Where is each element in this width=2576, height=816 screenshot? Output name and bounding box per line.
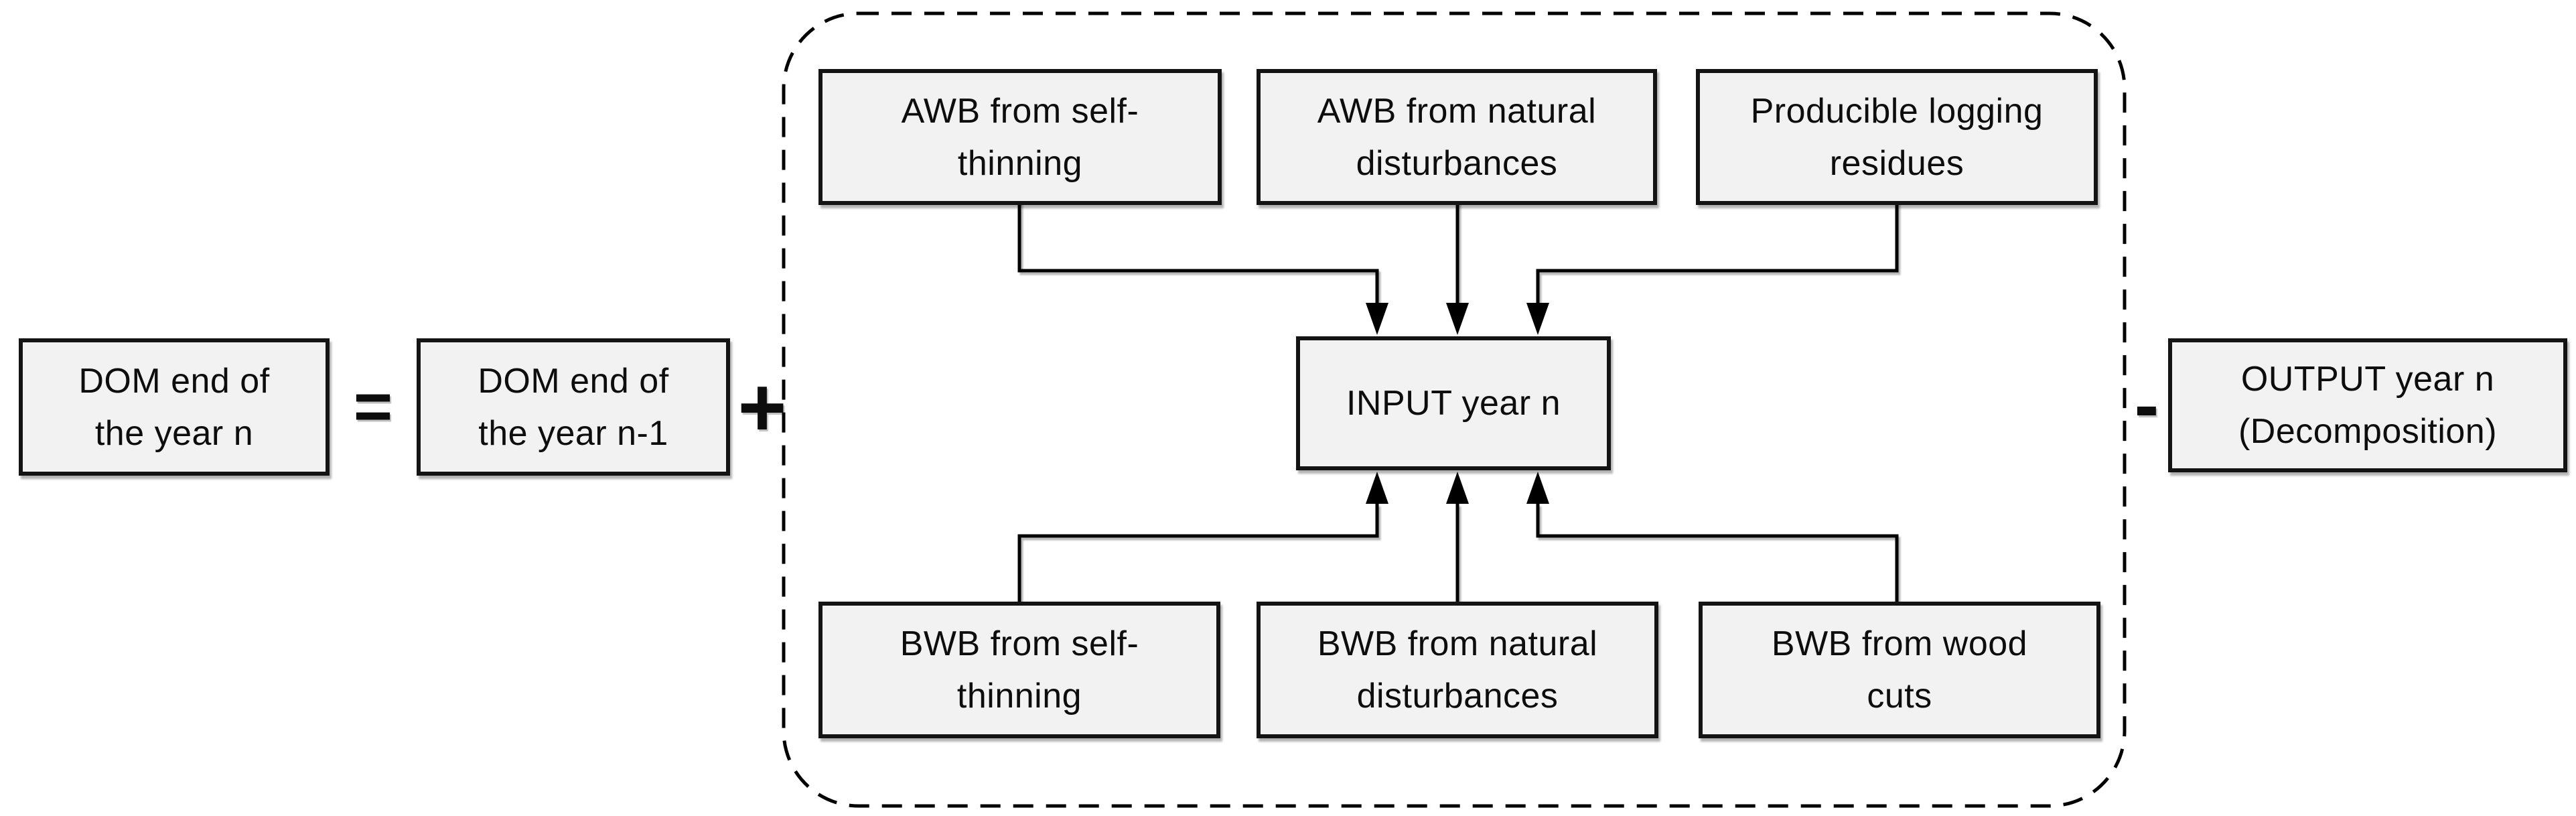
arrowhead-down-left-icon <box>1366 303 1388 335</box>
arrowhead-up-middle-icon <box>1446 472 1469 504</box>
box-bwb-from-self-thinning: BWB from self- thinning <box>818 602 1220 738</box>
box-awb-from-self-thinning-label: AWB from self- thinning <box>901 91 1139 183</box>
box-bwb-from-natural-disturbances: BWB from natural disturbances <box>1257 602 1658 738</box>
plus-operator: + <box>737 360 787 454</box>
box-dom-end-year-n-label: DOM end of the year n <box>78 361 270 453</box>
box-bwb-from-natural-disturbances-label: BWB from natural disturbances <box>1317 624 1598 716</box>
box-awb-from-natural-disturbances-label: AWB from natural disturbances <box>1317 91 1597 183</box>
box-producible-logging-residues: Producible logging residues <box>1696 69 2098 205</box>
equals-operator: = <box>353 368 393 444</box>
box-bwb-from-self-thinning-label: BWB from self- thinning <box>900 624 1139 716</box>
box-bwb-from-wood-cuts-label: BWB from wood cuts <box>1771 624 2028 716</box>
box-dom-end-year-n-1-label: DOM end of the year n-1 <box>478 361 669 453</box>
connector-awb-self-to-input <box>1017 201 1379 303</box>
box-input-year-n-label: INPUT year n <box>1346 384 1561 423</box>
minus-operator: - <box>2134 363 2159 446</box>
connector-bwb-self-to-input <box>1017 504 1379 604</box>
arrowhead-up-left-icon <box>1366 472 1388 504</box>
arrowhead-down-right-icon <box>1526 303 1549 335</box>
arrowhead-up-right-icon <box>1526 472 1549 504</box>
box-producible-logging-residues-label: Producible logging residues <box>1750 91 2044 183</box>
box-dom-end-year-n-1: DOM end of the year n-1 <box>417 338 730 476</box>
box-output-year-n-decomposition: OUTPUT year n (Decomposition) <box>2168 338 2567 472</box>
connector-producible-to-input <box>1536 201 1899 303</box>
box-bwb-from-wood-cuts: BWB from wood cuts <box>1699 602 2100 738</box>
box-awb-from-natural-disturbances: AWB from natural disturbances <box>1257 69 1657 205</box>
box-dom-end-year-n: DOM end of the year n <box>19 338 330 476</box>
arrowhead-down-middle-icon <box>1446 303 1469 335</box>
input-sources-dashed-boundary <box>782 11 2127 808</box>
box-awb-from-self-thinning: AWB from self- thinning <box>818 69 1222 205</box>
box-input-year-n: INPUT year n <box>1296 336 1611 470</box>
box-output-year-n-decomposition-label: OUTPUT year n (Decomposition) <box>2238 360 2498 451</box>
connector-bwb-wood-to-input <box>1536 504 1899 604</box>
